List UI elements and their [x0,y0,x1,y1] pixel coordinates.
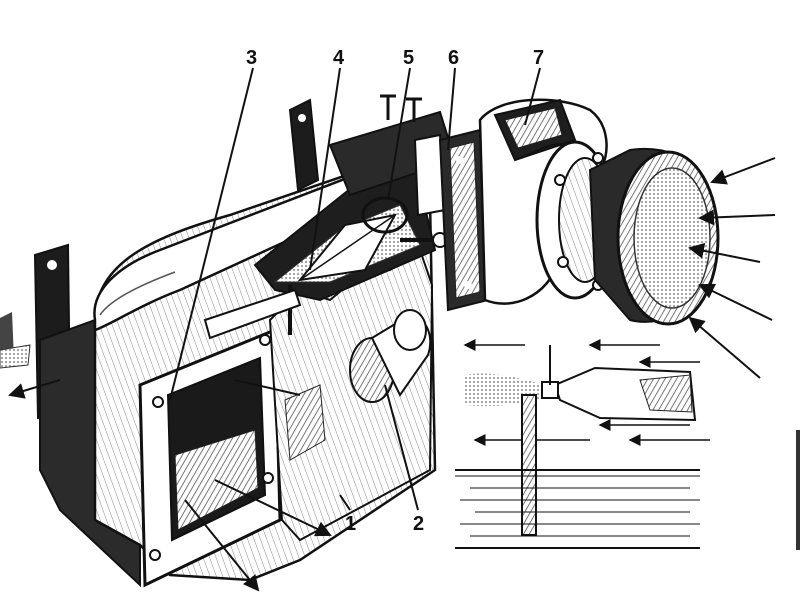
cone-element [297,213,397,282]
ring-element [361,196,409,234]
callout-4: 4 [333,47,345,69]
cylinder-component [349,309,432,403]
connecting-flange [438,128,490,312]
intake-airflow-arrows [688,157,776,379]
callout-1: 1 [345,513,356,535]
top-screws [380,94,422,122]
upper-bracket [288,98,457,217]
intake-bell [588,147,720,326]
inset-flow-arrows [463,339,710,446]
callout-6: 6 [448,47,459,69]
callout-leader-lines [169,67,541,511]
callout-3: 3 [246,47,257,69]
side-bar [203,288,302,340]
callout-labels: 3 4 5 6 7 1 2 [246,47,544,535]
outflow-arrows [8,379,332,592]
callout-7: 7 [533,47,544,69]
inset-schematic [455,339,710,549]
callout-5: 5 [403,47,414,69]
right-edge-mark [796,430,800,550]
left-edge-part [0,312,31,369]
front-flange-plate [138,327,282,588]
inset-liquid-surface [455,469,700,549]
callout-2: 2 [413,513,424,535]
inset-cone-nozzle [541,366,697,422]
